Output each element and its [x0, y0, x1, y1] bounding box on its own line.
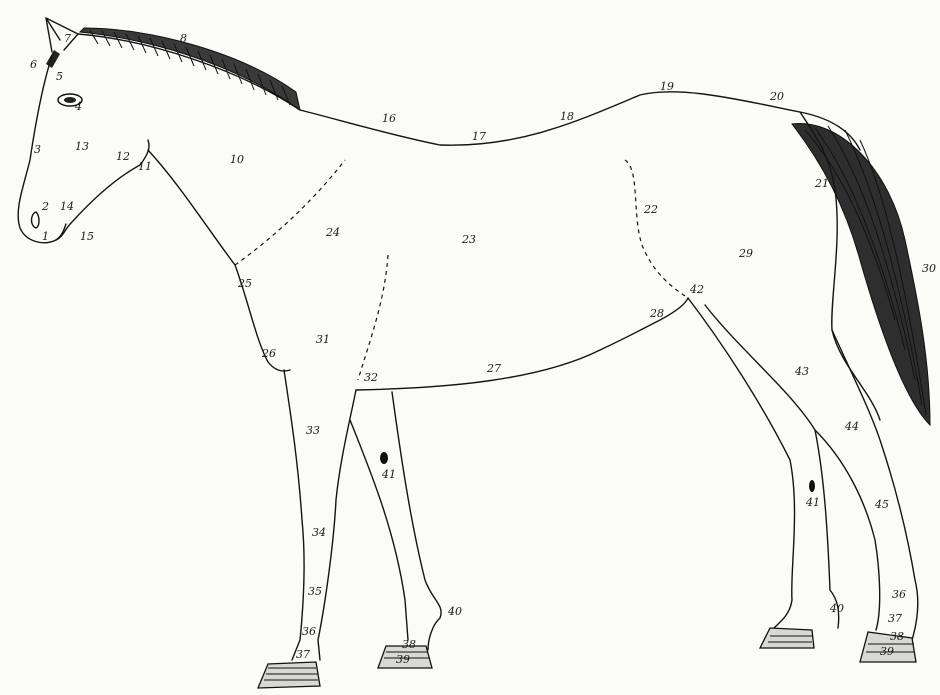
label-36-hind: 36	[892, 588, 906, 601]
mane	[80, 28, 300, 110]
label-29: 29	[738, 247, 753, 260]
label-27: 27	[486, 362, 501, 375]
label-28: 28	[649, 307, 664, 320]
label-40-front: 40	[447, 605, 462, 618]
label-12: 12	[116, 150, 130, 163]
label-41-front: 41	[381, 468, 396, 481]
label-25: 25	[237, 277, 252, 290]
label-43: 43	[794, 365, 809, 378]
label-20: 20	[769, 90, 784, 103]
label-22: 22	[643, 203, 658, 216]
label-17: 17	[472, 130, 486, 143]
front-leg-far	[350, 392, 441, 650]
label-34: 34	[312, 526, 326, 539]
label-23: 23	[461, 233, 476, 246]
label-15: 15	[80, 230, 94, 243]
label-36-front: 36	[302, 625, 316, 638]
label-1: 1	[42, 230, 49, 243]
label-2: 2	[41, 200, 49, 213]
label-7: 7	[64, 32, 71, 45]
shoulder-dashed-line	[235, 160, 345, 265]
hind-leg-far	[688, 298, 839, 630]
label-39-hind: 39	[880, 645, 894, 658]
label-5: 5	[56, 70, 63, 83]
label-31: 31	[316, 333, 330, 346]
nostril	[32, 212, 40, 228]
label-3: 3	[34, 143, 41, 156]
chestnut-front	[380, 452, 388, 464]
label-38-front: 38	[402, 638, 416, 651]
label-37-hind: 37	[888, 612, 902, 625]
ear-outline	[46, 18, 78, 52]
label-41-hind: 41	[805, 496, 820, 509]
label-19: 19	[660, 80, 674, 93]
label-18: 18	[560, 110, 574, 123]
label-38-hind: 38	[890, 630, 904, 643]
label-10: 10	[230, 153, 244, 166]
label-16: 16	[382, 112, 396, 125]
label-37-front: 37	[296, 648, 310, 661]
label-11: 11	[138, 160, 152, 173]
belly-line	[356, 298, 688, 390]
label-33: 33	[306, 424, 320, 437]
hooves	[258, 628, 916, 688]
front-leg-near	[284, 370, 356, 660]
label-39-front: 39	[396, 653, 410, 666]
label-44: 44	[844, 420, 859, 433]
label-45: 45	[874, 498, 889, 511]
throat-line	[148, 150, 290, 371]
label-42: 42	[689, 283, 704, 296]
label-35: 35	[308, 585, 322, 598]
label-40-hind: 40	[829, 602, 844, 615]
label-6: 6	[30, 58, 37, 71]
label-21: 21	[814, 177, 829, 190]
label-26: 26	[261, 347, 276, 360]
tail	[792, 124, 930, 425]
label-30: 30	[922, 262, 936, 275]
label-32: 32	[364, 371, 378, 384]
chestnut-hind	[809, 480, 815, 492]
label-14: 14	[60, 200, 74, 213]
label-4: 4	[74, 100, 82, 113]
label-24: 24	[325, 226, 340, 239]
poll-mark	[46, 50, 60, 68]
label-8: 8	[180, 32, 187, 45]
flank-dashed-line	[625, 160, 688, 298]
label-13: 13	[75, 140, 89, 153]
elbow-dashed-line	[358, 255, 388, 380]
